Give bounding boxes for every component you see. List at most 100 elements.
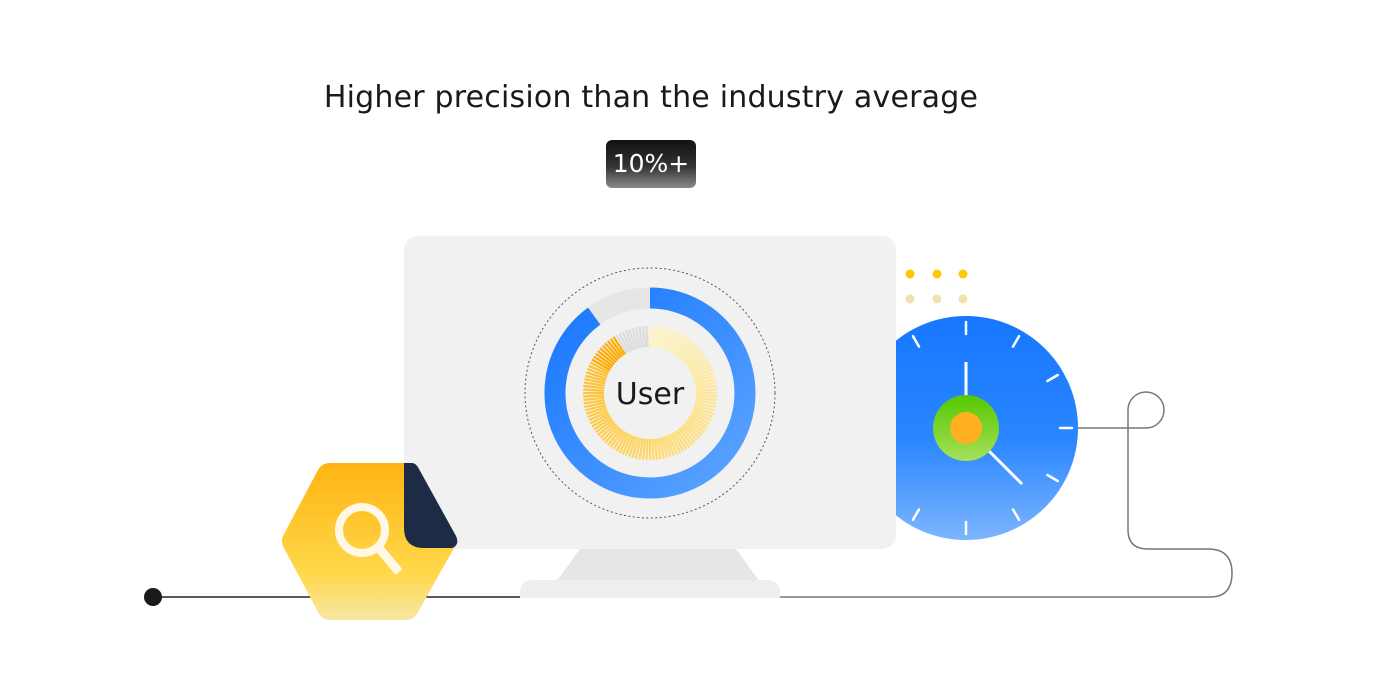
dial-tick	[694, 374, 716, 383]
dial-tick	[674, 430, 688, 450]
dial-tick	[634, 437, 642, 459]
dial-tick	[676, 338, 691, 357]
search-icon	[335, 503, 403, 575]
dial-tick	[672, 334, 685, 354]
dial-tick	[585, 371, 607, 380]
dial-tick	[695, 394, 717, 398]
dial-tick	[601, 424, 619, 442]
dial-tick	[615, 432, 628, 452]
dial-tick	[667, 434, 679, 455]
clock-tick	[1046, 473, 1060, 483]
dial-tick	[660, 327, 669, 349]
dial-tick	[612, 336, 626, 356]
dial-tick	[587, 367, 608, 378]
dial-tick	[604, 342, 621, 360]
dial-tick	[683, 347, 701, 364]
dial-tick	[641, 326, 647, 348]
dial-tick	[583, 399, 605, 405]
dial-tick	[589, 361, 610, 374]
dial-tick	[583, 394, 605, 398]
dial-tick	[631, 437, 640, 459]
page-fold	[404, 463, 458, 548]
dial-tick	[584, 374, 606, 383]
dial-tick	[599, 347, 617, 364]
dial-tick	[628, 328, 637, 350]
dial-tick	[669, 332, 682, 353]
dial-tick	[597, 421, 615, 437]
dial-tick	[694, 401, 716, 409]
dial-tick	[628, 436, 637, 458]
dial-tick	[667, 331, 679, 352]
dial-tick	[651, 326, 655, 348]
dial-tick	[584, 377, 606, 385]
dial-tick	[686, 419, 705, 434]
headline: Higher precision than the industry avera…	[323, 80, 979, 115]
dial-tick	[612, 430, 626, 450]
dial-tick	[583, 381, 605, 387]
dial-tick	[686, 352, 705, 367]
dial-tick	[656, 326, 662, 348]
dial-tick	[674, 336, 688, 356]
dial-tick	[691, 364, 712, 376]
dial-tick	[693, 406, 715, 415]
dial-tick	[585, 406, 607, 415]
dial-tick	[694, 403, 716, 412]
dial-tick	[599, 422, 617, 439]
dial-tick	[589, 412, 610, 425]
dial-tick	[593, 417, 613, 431]
dial-tick	[669, 433, 682, 454]
dial-tick	[624, 330, 635, 351]
dial-tick	[695, 396, 717, 402]
dial-tick	[679, 342, 696, 360]
dial-tick	[621, 434, 633, 455]
monitor-icon	[404, 236, 896, 598]
dial-tick	[597, 349, 615, 365]
dial-tick	[689, 358, 709, 371]
dial-tick	[676, 429, 691, 448]
dial-tick	[595, 419, 614, 434]
clock-tick	[911, 334, 921, 348]
dial-tick	[615, 334, 628, 354]
dial-tick	[690, 412, 711, 425]
dial-tick	[584, 403, 606, 412]
dial-tick	[618, 433, 631, 454]
dial-tick	[681, 424, 699, 442]
dial-tick	[672, 432, 685, 452]
dial-tick	[663, 436, 672, 458]
user-dial: User	[524, 267, 776, 519]
dial-tick	[653, 326, 659, 348]
dial-tick	[591, 415, 611, 428]
dial-tick	[695, 399, 717, 405]
dial-tick	[687, 355, 707, 369]
dial-tick	[634, 327, 642, 349]
dial-tick	[621, 331, 633, 352]
dial-tick	[695, 381, 717, 387]
dial-tick	[653, 438, 659, 460]
dial-tick	[606, 428, 622, 446]
dial-tick	[695, 388, 717, 392]
dial-tick	[583, 388, 605, 392]
dial-tick	[609, 429, 624, 448]
dial-tick	[595, 352, 614, 367]
dial-tick	[679, 426, 696, 444]
dial-tick	[689, 415, 709, 428]
dial-tick	[658, 437, 666, 459]
dial-tick	[665, 330, 676, 351]
dial-tick	[658, 327, 666, 349]
clock-tick	[1011, 508, 1021, 522]
dial-tick	[692, 367, 713, 378]
dial-tick	[694, 377, 716, 385]
dial-tick	[618, 332, 631, 353]
dial-tick	[685, 349, 703, 365]
dial-tick	[651, 438, 655, 460]
dial-tick	[678, 340, 694, 358]
dial-tick	[645, 438, 649, 460]
dial-tick	[609, 338, 624, 357]
dial-tick	[665, 435, 676, 456]
clock-tick	[911, 508, 921, 522]
dial-tick	[638, 326, 644, 348]
dial-tick	[601, 344, 619, 362]
dial-tick	[588, 410, 609, 422]
dial-tick	[685, 421, 703, 437]
